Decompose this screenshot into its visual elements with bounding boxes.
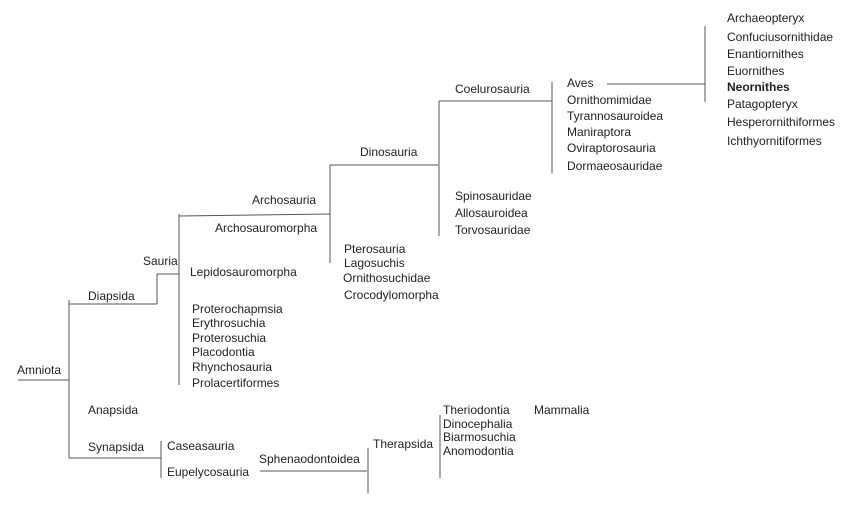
taxon-label: Rhynchosauria bbox=[192, 360, 273, 374]
taxon-label: Ornithosuchidae bbox=[343, 271, 431, 285]
label-lepidosauromorpha: Lepidosauromorpha bbox=[190, 265, 297, 279]
taxon-label: Confuciusornithidae bbox=[727, 30, 834, 44]
label-synapsida: Synapsida bbox=[88, 440, 145, 454]
taxon-label: Hesperornithiformes bbox=[727, 115, 836, 129]
taxon-label: Patagopteryx bbox=[727, 97, 798, 111]
taxon-label: Dinocephalia bbox=[443, 417, 513, 431]
label-archosauromorpha: Archosauromorpha bbox=[215, 221, 318, 235]
taxon-label: Pterosauria bbox=[344, 242, 406, 256]
label-coelurosauria: Coelurosauria bbox=[455, 82, 530, 96]
label-eupelycosauria: Eupelycosauria bbox=[167, 465, 250, 479]
taxon-label: Proterosuchia bbox=[192, 331, 267, 345]
taxon-label: Dormaeosauridae bbox=[567, 159, 663, 173]
taxon-label: Spinosauridae bbox=[455, 189, 532, 203]
taxon-label: Placodontia bbox=[192, 345, 255, 359]
taxon-label: Euornithes bbox=[727, 64, 785, 78]
taxon-label-highlighted: Neornithes bbox=[727, 80, 790, 94]
label-amniota: Amniota bbox=[17, 363, 62, 377]
taxon-label: Theriodontia bbox=[443, 403, 510, 417]
label-dinosauria: Dinosauria bbox=[360, 145, 418, 159]
taxon-label: Tyrannosauroidea bbox=[567, 109, 664, 123]
taxon-label: Enantiornithes bbox=[727, 47, 804, 61]
taxon-label: Ichthyornitiformes bbox=[727, 134, 822, 148]
label-diapsida: Diapsida bbox=[88, 289, 135, 303]
taxon-label: Proterochapmsia bbox=[192, 302, 283, 316]
taxon-label: Ornithomimidae bbox=[567, 93, 652, 107]
label-aves: Aves bbox=[567, 76, 594, 90]
label-caseasauria: Caseasauria bbox=[167, 439, 235, 453]
taxon-label: Prolacertiformes bbox=[192, 376, 280, 390]
label-sphenaodontoidea: Sphenaodontoidea bbox=[259, 452, 360, 466]
taxon-label: Biarmosuchia bbox=[443, 430, 516, 444]
taxon-label: Crocodylomorpha bbox=[344, 288, 439, 302]
label-anapsida: Anapsida bbox=[88, 403, 139, 417]
taxon-label: Erythrosuchia bbox=[192, 316, 266, 330]
taxon-label: Oviraptorosauria bbox=[567, 141, 656, 155]
label-therapsida: Therapsida bbox=[373, 437, 434, 451]
taxon-label: Anomodontia bbox=[443, 444, 514, 458]
taxon-label: Archaeopteryx bbox=[727, 11, 805, 25]
taxon-label: Lagosuchis bbox=[344, 256, 405, 270]
taxon-label: Allosauroidea bbox=[455, 206, 528, 220]
label-sauria: Sauria bbox=[143, 254, 178, 268]
taxon-label: Torvosauridae bbox=[455, 223, 531, 237]
taxon-label: Maniraptora bbox=[567, 125, 632, 139]
label-archosauria: Archosauria bbox=[252, 193, 317, 207]
branch-archosauria bbox=[178, 213, 331, 217]
label-mammalia: Mammalia bbox=[534, 403, 590, 417]
